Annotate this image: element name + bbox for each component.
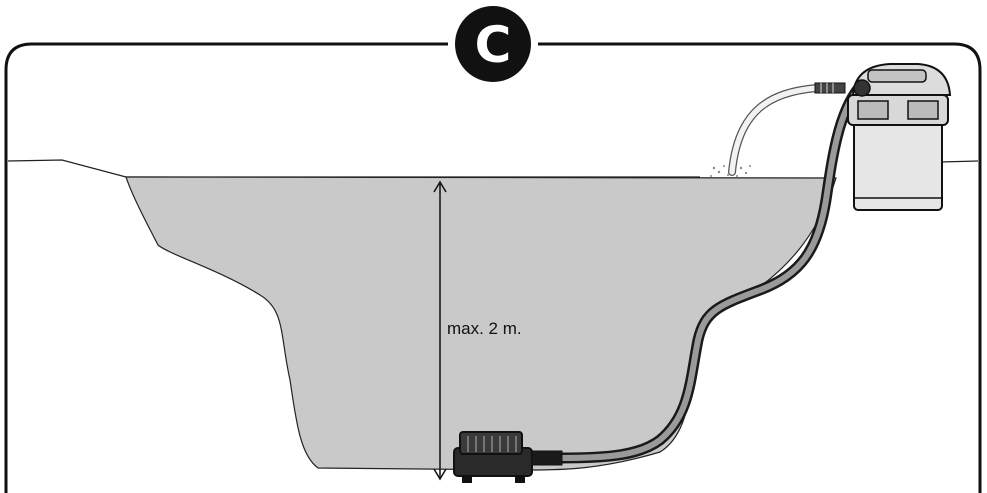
depth-label: max. 2 m. — [447, 319, 522, 338]
water-outflow — [710, 84, 821, 177]
step-badge-letter: C — [475, 16, 512, 74]
pond-pump — [453, 431, 563, 483]
diagram-frame — [4, 42, 982, 493]
step-badge: C — [455, 6, 531, 82]
pond-filter — [814, 63, 952, 211]
depth-arrow — [433, 180, 447, 481]
hose — [554, 78, 868, 464]
